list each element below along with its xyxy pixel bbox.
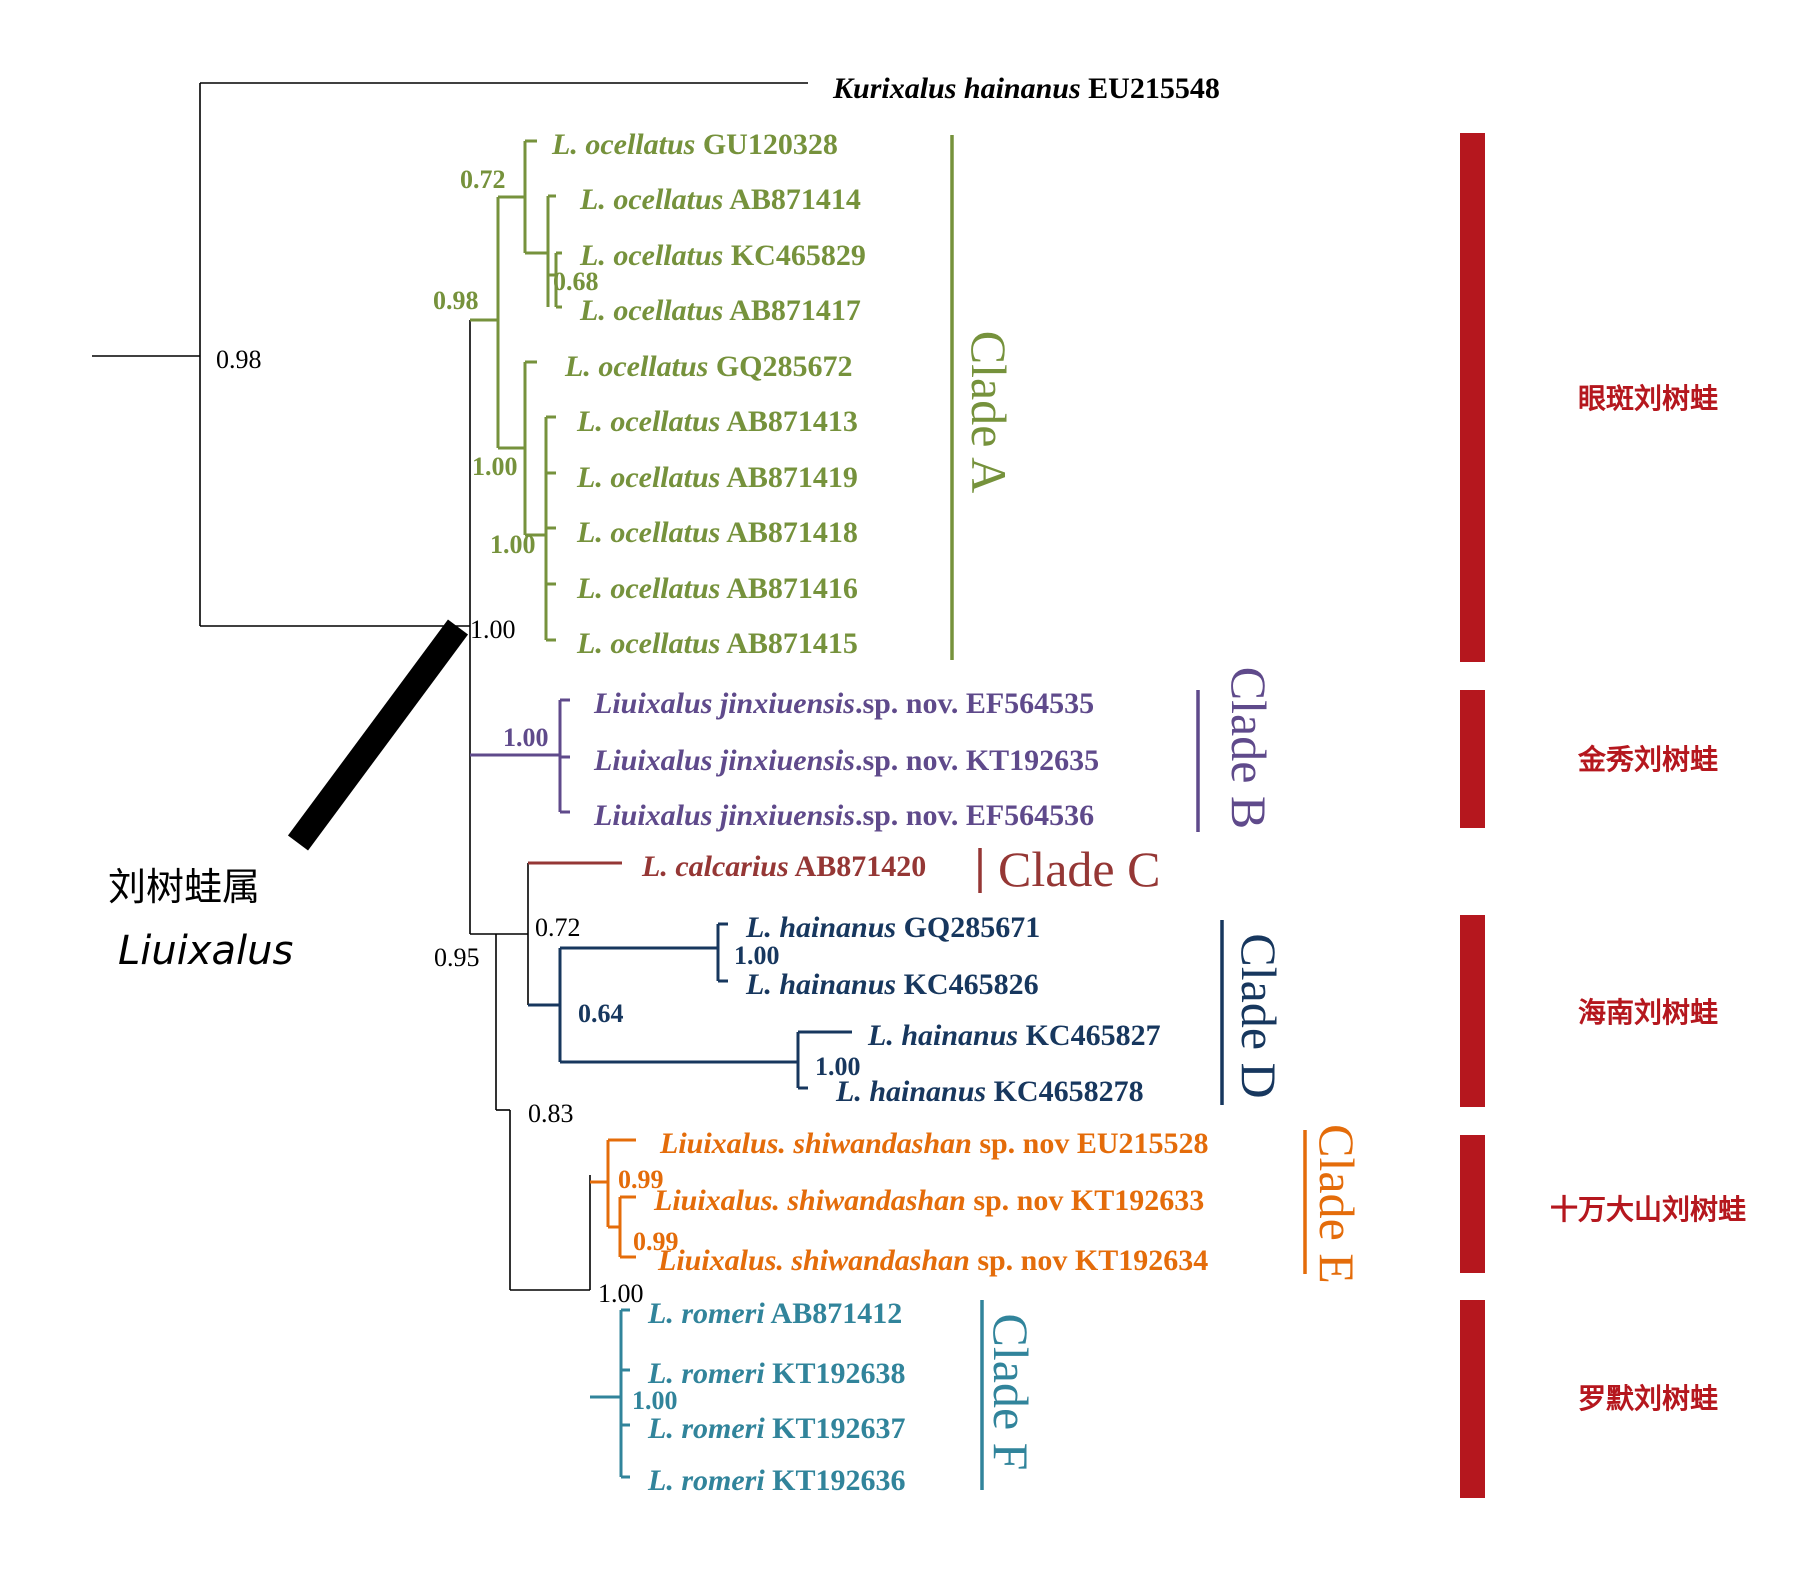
species-name-romeri: 罗默刘树蛙 xyxy=(1578,1382,1718,1415)
support-clade-e-a: 0.99 xyxy=(618,1165,664,1194)
clade-b-tips: Liuixalus jinxiuensis.sp. nov. EF564535 … xyxy=(593,687,1099,832)
species-name-shiwandashan: 十万大山刘树蛙 xyxy=(1550,1193,1746,1226)
tip-a3: L. ocellatus KC465829 xyxy=(579,239,866,272)
clade-e-label: Clade E xyxy=(1309,1124,1365,1284)
clade-a-label: Clade A xyxy=(961,331,1017,493)
tip-e3: Liuixalus. shiwandashan sp. nov KT192634 xyxy=(657,1244,1208,1277)
tip-outgroup: Kurixalus hainanus EU215548 xyxy=(832,72,1220,105)
species-bars xyxy=(1460,133,1485,1498)
clade-e-branches xyxy=(590,1138,636,1259)
tip-f1: L. romeri AB871412 xyxy=(647,1297,902,1330)
support-clade-b: 1.00 xyxy=(503,723,549,752)
support-node-ef: 0.83 xyxy=(528,1099,574,1128)
tip-a8: L. ocellatus AB871418 xyxy=(576,516,858,549)
tip-a4: L. ocellatus AB871417 xyxy=(579,294,861,327)
tip-f4: L. romeri KT192636 xyxy=(647,1464,906,1497)
clade-f-tips: L. romeri AB871412 L. romeri KT192638 L.… xyxy=(647,1297,906,1497)
support-values-clade-d: 1.00 0.64 1.00 xyxy=(578,941,861,1081)
clade-b-label: Clade B xyxy=(1221,667,1277,829)
genus-chinese-name: 刘树蛙属 xyxy=(108,865,260,909)
backbone-branches xyxy=(92,82,808,1291)
tip-d4: L. hainanus KC4658278 xyxy=(835,1075,1144,1108)
species-bar-shiwandashan xyxy=(1460,1135,1485,1273)
clade-d-branches xyxy=(528,922,852,1090)
support-root: 0.98 xyxy=(216,345,262,374)
support-a-sub2: 0.68 xyxy=(553,267,599,296)
clade-b-branches xyxy=(470,698,570,814)
tip-f2: L. romeri KT192638 xyxy=(647,1357,906,1390)
tip-a10: L. ocellatus AB871415 xyxy=(576,627,858,660)
tip-a6: L. ocellatus AB871413 xyxy=(576,405,858,438)
tip-d1: L. hainanus GQ285671 xyxy=(745,911,1040,944)
support-d-sub1: 1.00 xyxy=(734,941,780,970)
clade-d-label: Clade D xyxy=(1231,933,1287,1098)
tip-d2: L. hainanus KC465826 xyxy=(745,968,1039,1001)
species-bar-ocellatus xyxy=(1460,133,1485,662)
support-clade-d: 0.64 xyxy=(578,999,624,1028)
tip-a5: L. ocellatus GQ285672 xyxy=(564,350,853,383)
clade-d-tips: L. hainanus GQ285671 L. hainanus KC46582… xyxy=(745,911,1161,1108)
support-liuixalus: 1.00 xyxy=(470,615,516,644)
support-d-sub2: 1.00 xyxy=(815,1052,861,1081)
support-a-sub1: 0.72 xyxy=(460,165,506,194)
tip-f3: L. romeri KT192637 xyxy=(647,1412,906,1445)
species-bar-hainanus xyxy=(1460,915,1485,1107)
tip-a9: L. ocellatus AB871416 xyxy=(576,572,858,605)
support-values-clade-a: 0.72 0.68 0.98 1.00 1.00 xyxy=(433,165,599,559)
support-clade-a: 0.98 xyxy=(433,286,479,315)
support-clade-e-b: 0.99 xyxy=(633,1227,679,1256)
support-clade-f-stem: 1.00 xyxy=(598,1279,644,1308)
clade-a-branches xyxy=(470,139,562,642)
tip-b3: Liuixalus jinxiuensis.sp. nov. EF564536 xyxy=(593,799,1094,832)
tip-a2: L. ocellatus AB871414 xyxy=(579,183,861,216)
tip-c1: L. calcarius AB871420 xyxy=(641,850,926,883)
clade-e-tips: Liuixalus. shiwandashan sp. nov EU215528… xyxy=(653,1127,1209,1277)
species-name-ocellatus: 眼斑刘树蛙 xyxy=(1578,382,1718,415)
tip-a7: L. ocellatus AB871419 xyxy=(576,461,858,494)
genus-pointer-bar xyxy=(287,619,469,851)
support-values-clade-e: 0.99 0.99 xyxy=(618,1165,679,1256)
tip-a1: L. ocellatus GU120328 xyxy=(551,128,838,161)
clade-a-tips: L. ocellatus GU120328 L. ocellatus AB871… xyxy=(551,128,866,660)
tip-d3: L. hainanus KC465827 xyxy=(867,1019,1161,1052)
clade-f-branches xyxy=(590,1308,630,1479)
support-a-sub4: 1.00 xyxy=(490,530,536,559)
tip-b1: Liuixalus jinxiuensis.sp. nov. EF564535 xyxy=(593,687,1094,720)
support-clade-f: 1.00 xyxy=(632,1386,678,1415)
tip-e2: Liuixalus. shiwandashan sp. nov KT192633 xyxy=(653,1184,1204,1217)
clade-brackets xyxy=(950,135,1307,1490)
species-bar-jinxiuensis xyxy=(1460,690,1485,828)
clade-c-label: Clade C xyxy=(998,841,1160,897)
support-a-sub3: 1.00 xyxy=(472,452,518,481)
support-node-bcdef: 0.95 xyxy=(434,943,480,972)
species-name-hainanus: 海南刘树蛙 xyxy=(1578,996,1718,1029)
support-values-black: 0.98 1.00 0.95 0.72 0.83 1.00 xyxy=(216,345,644,1308)
tip-b2: Liuixalus jinxiuensis.sp. nov. KT192635 xyxy=(593,744,1099,777)
tip-e1: Liuixalus. shiwandashan sp. nov EU215528 xyxy=(659,1127,1209,1160)
species-name-jinxiuensis: 金秀刘树蛙 xyxy=(1577,743,1718,776)
genus-latin-name: Liuixalus xyxy=(118,928,293,974)
species-bar-romeri xyxy=(1460,1300,1485,1498)
clade-f-label: Clade F xyxy=(983,1314,1039,1471)
support-node-cd: 0.72 xyxy=(535,913,581,942)
